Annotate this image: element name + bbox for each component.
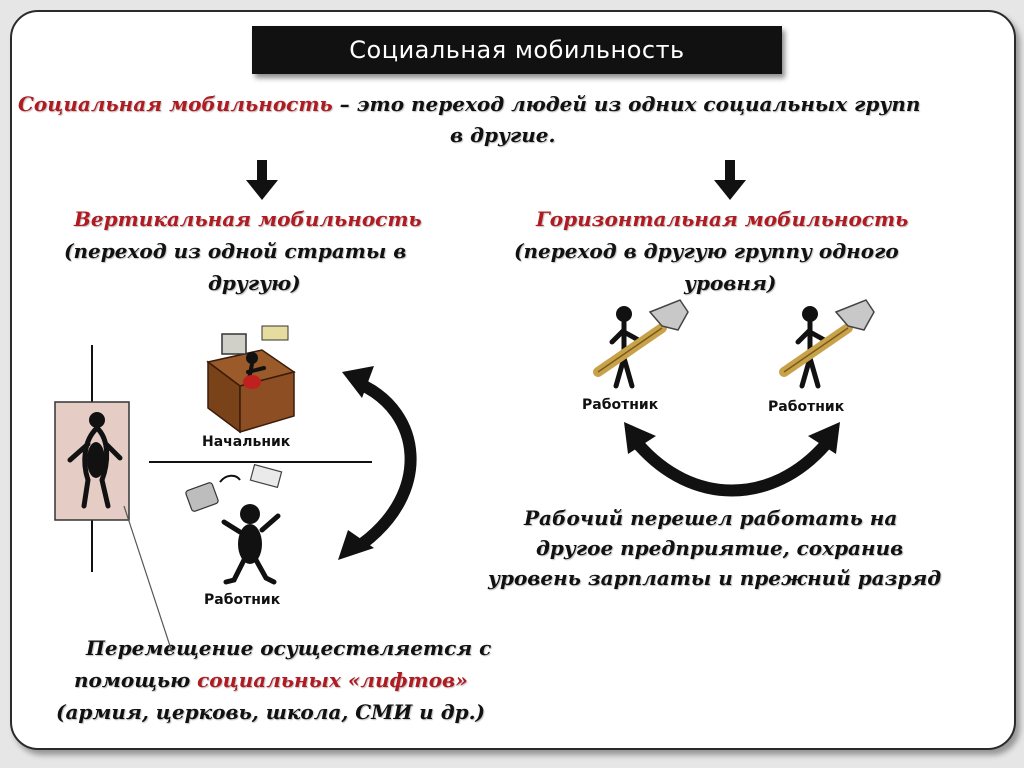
vertical-mobility-title: Вертикальная мобильность	[74, 207, 422, 231]
definition-line-1: Социальная мобильность – это переход люд…	[18, 92, 920, 116]
lifts-line-3: (армия, церковь, школа, СМИ и др.)	[56, 700, 486, 724]
horizontal-mobility-desc-2: уровня)	[684, 271, 777, 295]
definition-rest: – это переход людей из одних социальных …	[332, 92, 921, 116]
vertical-mobility-desc-1: (переход из одной страты в	[64, 239, 407, 263]
desk-boss-icon	[206, 325, 296, 434]
horizontal-mobility-title: Горизонтальная мобильность	[536, 207, 909, 231]
lifts-line-2-start: помощью	[74, 668, 198, 692]
vertical-mobility-desc-2: другую)	[208, 271, 301, 295]
horizontal-example-line-3: уровень зарплаты и прежний разряд	[488, 566, 942, 590]
horizontal-example-line-2: другое предприятие, сохранив	[536, 536, 904, 560]
worker-figure-icon	[185, 463, 283, 585]
lifts-term: социальных «лифтов»	[197, 668, 468, 692]
lifts-line-1: Перемещение осуществляется с	[86, 636, 492, 660]
slide-title: Социальная мобильность	[252, 26, 782, 74]
definition-line-2: в другие.	[450, 123, 556, 147]
arrow-down-icon	[246, 160, 278, 200]
worker-hammer-icon	[779, 299, 875, 389]
curved-arrow-icon	[624, 422, 840, 497]
horizontal-mobility-desc-1: (переход в другую группу одного	[514, 239, 899, 263]
horizontal-example-line-1: Рабочий перешел работать на	[524, 506, 898, 530]
boss-label: Начальник	[202, 434, 291, 450]
horizontal-worker-label-right: Работник	[768, 399, 845, 415]
elevator-figure-icon	[54, 345, 173, 653]
vertical-worker-label: Работник	[204, 592, 281, 608]
diagram-graphics	[54, 160, 875, 653]
slide: Социальная мобильность Социальная мобиль…	[10, 10, 1016, 750]
definition-term: Социальная мобильность	[18, 92, 333, 116]
arrow-down-icon	[714, 160, 746, 200]
curved-arrow-icon	[338, 366, 417, 560]
worker-hammer-icon	[593, 299, 689, 389]
horizontal-worker-label-left: Работник	[582, 397, 659, 413]
lifts-line-2: помощью социальных «лифтов»	[74, 668, 468, 692]
